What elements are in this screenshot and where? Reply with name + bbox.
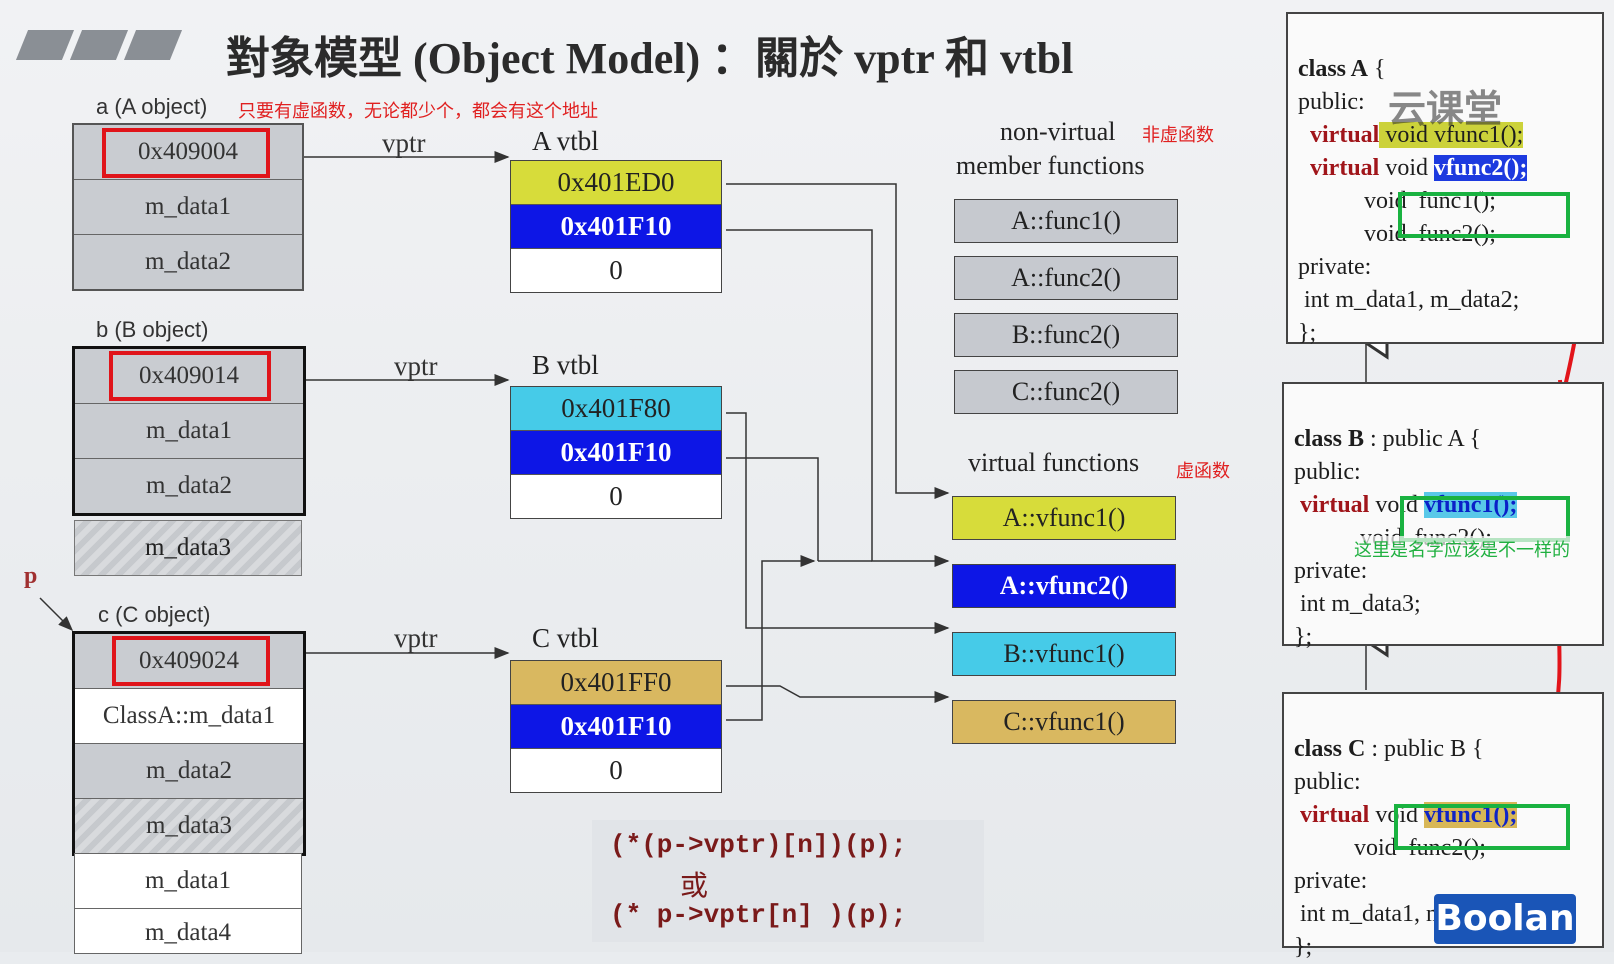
virtual-func: A::vfunc1() bbox=[952, 496, 1176, 540]
keyword-virtual: virtual bbox=[1310, 155, 1380, 181]
vtbl-c-slot: 0x401FF0 bbox=[511, 661, 721, 705]
vtbl-c: 0x401FF0 0x401F10 0 bbox=[510, 660, 722, 793]
object-a-cell: m_data2 bbox=[144, 248, 232, 275]
vtbl-b: 0x401F80 0x401F10 0 bbox=[510, 386, 722, 519]
vtbl-c-slot: 0x401F10 bbox=[511, 705, 721, 749]
object-a-cell: m_data1 bbox=[74, 180, 302, 235]
vptr-label: vptr bbox=[394, 623, 438, 653]
call-code-line2: (* p->vptr[n] )(p); bbox=[610, 900, 907, 930]
nonvirtual-label: non-virtual bbox=[1000, 117, 1116, 146]
vtbl-b-label: B vtbl bbox=[532, 350, 599, 380]
class-b-public: public: bbox=[1294, 459, 1361, 485]
func2-green-note: 这里是名字应该是不一样的 bbox=[1354, 536, 1570, 562]
object-c-cell: m_data3 bbox=[75, 799, 303, 853]
vtbl-c-label: C vtbl bbox=[532, 623, 599, 653]
vptr-label: vptr bbox=[394, 351, 438, 381]
class-a-public: public: bbox=[1298, 89, 1365, 115]
vtbl-b-slot: 0x401F10 bbox=[511, 431, 721, 475]
object-c-label: c (C object) bbox=[98, 602, 211, 627]
vtbl-c-slot: 0 bbox=[609, 755, 623, 785]
virtual-note: 虚函数 bbox=[1176, 461, 1230, 482]
vtbl-a-slot: 0 bbox=[609, 255, 623, 285]
class-a-end: }; bbox=[1298, 320, 1317, 346]
object-a-vptr: 0x409004 bbox=[74, 125, 302, 180]
nonvirtual-func: A::func2() bbox=[954, 256, 1178, 300]
class-a-private: private: bbox=[1298, 254, 1372, 280]
vtbl-a-slot: 0x401F10 bbox=[511, 205, 721, 249]
virtual-func: C::vfunc1() bbox=[952, 700, 1176, 744]
class-a-void: void bbox=[1379, 155, 1434, 181]
object-b-label: b (B object) bbox=[96, 317, 209, 342]
vptr-label: vptr bbox=[382, 128, 426, 158]
call-code-line1: (*(p->vptr)[n])(p); bbox=[610, 830, 907, 860]
nonvirtual-func: C::func2() bbox=[954, 370, 1178, 414]
class-c-end: }; bbox=[1294, 934, 1313, 960]
keyword-virtual: virtual bbox=[1300, 492, 1370, 518]
object-c-extra: m_data1 m_data4 bbox=[74, 853, 302, 954]
object-a-note: 只要有虚函数，无论都少个，都会有这个地址 bbox=[238, 101, 598, 122]
object-c-cell: m_data2 bbox=[75, 744, 303, 799]
class-b-panel: class B : public A { public: virtual voi… bbox=[1282, 382, 1604, 650]
nonvirtual-func: B::func2() bbox=[954, 313, 1178, 357]
call-code-or: 或 bbox=[680, 869, 709, 902]
class-b-data: int m_data3; bbox=[1300, 591, 1421, 617]
page-title: 對象模型 (Object Model) ：關於 vptr 和 vtbl bbox=[226, 34, 1074, 83]
watermark-logo: 云课堂 bbox=[1388, 87, 1503, 131]
vptr-highlight-b bbox=[109, 351, 271, 401]
class-c-private: private: bbox=[1294, 868, 1368, 894]
class-b-head-rest: : public A { bbox=[1364, 426, 1481, 452]
object-c-vptr: 0x409024 bbox=[75, 634, 303, 689]
vtbl-b-slot: 0 bbox=[609, 481, 623, 511]
class-c-head: class C bbox=[1294, 736, 1366, 762]
vtbl-b-slot: 0x401F80 bbox=[511, 387, 721, 431]
object-c-cell: ClassA::m_data1 bbox=[75, 689, 303, 744]
nonvirtual-func: A::func1() bbox=[954, 199, 1178, 243]
object-b-vptr: 0x409014 bbox=[75, 349, 303, 404]
object-b-cell: m_data3 bbox=[74, 520, 302, 576]
object-a: 0x409004 m_data1 m_data2 bbox=[72, 123, 304, 291]
keyword-virtual: virtual bbox=[1310, 122, 1380, 148]
class-a-head-rest: { bbox=[1368, 56, 1386, 82]
vtbl-a-label: A vtbl bbox=[532, 126, 599, 156]
class-c-head-rest: : public B { bbox=[1365, 736, 1484, 762]
object-b-cell: m_data2 bbox=[145, 472, 233, 499]
func2-highlight-c bbox=[1394, 804, 1570, 850]
class-a-vfunc2: vfunc2(); bbox=[1434, 155, 1528, 181]
func2-highlight-a bbox=[1398, 192, 1570, 238]
object-b-cell: m_data1 bbox=[75, 404, 303, 459]
object-c-cell: m_data4 bbox=[75, 909, 301, 953]
keyword-virtual: virtual bbox=[1300, 802, 1370, 828]
class-a-data: int m_data1, m_data2; bbox=[1304, 287, 1520, 313]
class-c-public: public: bbox=[1294, 769, 1361, 795]
class-b-private: private: bbox=[1294, 558, 1368, 584]
object-a-label: a (A object) bbox=[96, 94, 208, 119]
class-b-head: class B bbox=[1294, 426, 1365, 452]
nonvirtual-label-2: member functions bbox=[956, 151, 1145, 180]
brand-logo: Boolan bbox=[1434, 894, 1576, 944]
nonvirtual-note: 非虚函数 bbox=[1142, 125, 1214, 146]
class-a-vfunc1: void vfunc1(); bbox=[1379, 122, 1524, 148]
class-b-end: }; bbox=[1294, 624, 1313, 650]
object-c-cell: m_data1 bbox=[75, 854, 301, 909]
vptr-highlight-a bbox=[102, 128, 270, 178]
virtual-func: B::vfunc1() bbox=[952, 632, 1176, 676]
vtbl-a-slot: 0x401ED0 bbox=[511, 161, 721, 205]
vptr-highlight-c bbox=[112, 636, 270, 686]
call-code-panel bbox=[592, 820, 984, 942]
vtbl-a: 0x401ED0 0x401F10 0 bbox=[510, 160, 722, 293]
class-a-panel: class A { public: virtual void vfunc1();… bbox=[1286, 12, 1604, 346]
virtual-label: virtual functions bbox=[968, 448, 1140, 477]
virtual-func: A::vfunc2() bbox=[952, 564, 1176, 608]
class-a-head: class A bbox=[1298, 56, 1369, 82]
pointer-p-label: p bbox=[24, 563, 38, 589]
